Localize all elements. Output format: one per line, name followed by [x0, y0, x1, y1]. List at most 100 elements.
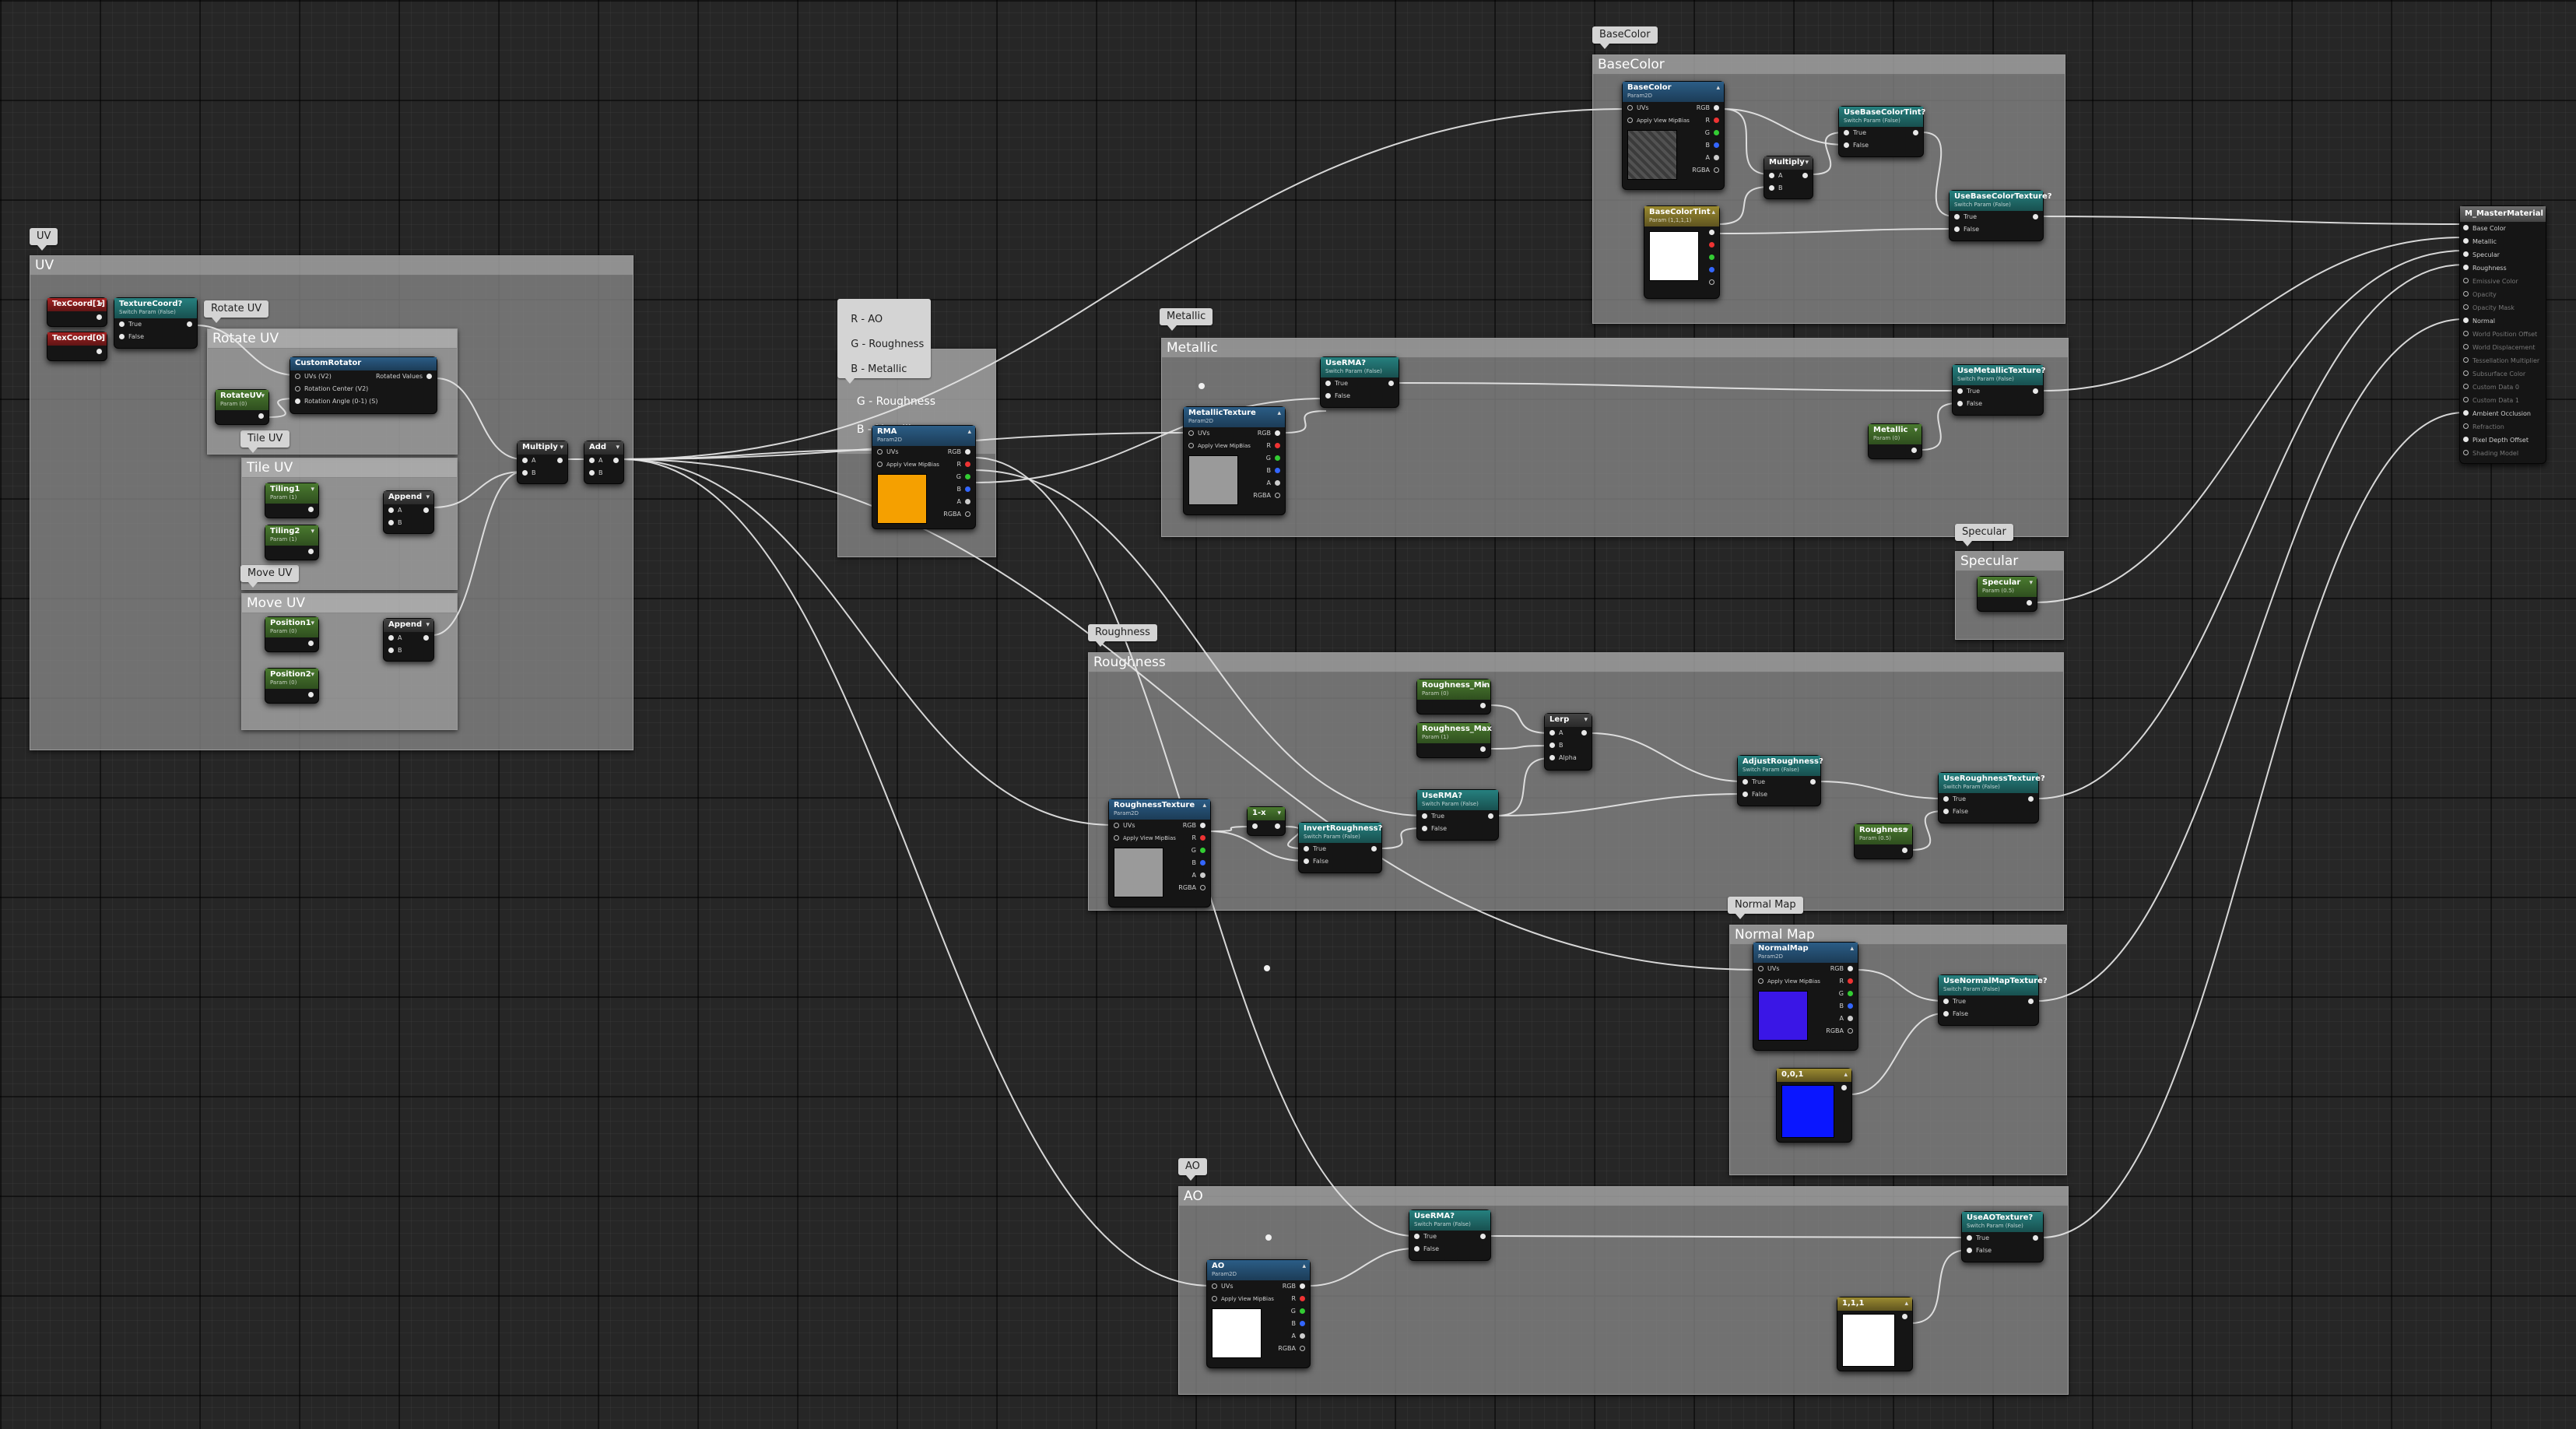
rgba-output-pin[interactable] — [1275, 493, 1280, 498]
b-input-pin[interactable] — [388, 648, 394, 653]
master-input-base-color[interactable]: Base Color — [2460, 222, 2546, 235]
collapse-icon[interactable]: ▴ — [1202, 802, 1206, 809]
rgba-output-pin[interactable] — [1300, 1346, 1305, 1351]
custom-rotator-node[interactable]: CustomRotator UVs (V2)Rotated Values Rot… — [290, 356, 437, 414]
b-output-pin[interactable] — [965, 486, 970, 492]
b-input-pin[interactable] — [522, 470, 528, 476]
collapse-icon[interactable]: ▴ — [1711, 209, 1715, 216]
mip-input-pin[interactable] — [1212, 1296, 1217, 1301]
b-output-pin[interactable] — [1714, 142, 1719, 148]
ao-comment-box[interactable]: AO — [1178, 1186, 2069, 1395]
collapse-icon[interactable]: ▾ — [311, 671, 314, 679]
g-output-pin[interactable] — [1200, 848, 1206, 853]
wire-spec-master[interactable] — [2035, 250, 2465, 603]
one-minus-node[interactable]: 1-x▾ — [1247, 806, 1286, 836]
false-input-pin[interactable] — [1943, 1011, 1949, 1016]
a-output-pin[interactable] — [965, 499, 970, 504]
a-input-pin[interactable] — [1549, 730, 1555, 736]
output-pin[interactable] — [1371, 846, 1377, 851]
true-input-pin[interactable] — [1304, 846, 1309, 851]
append-tile-node[interactable]: Append▾ A B — [383, 490, 434, 534]
collapse-icon[interactable]: ▾ — [99, 335, 103, 342]
wire-usetex-master[interactable] — [2041, 216, 2465, 225]
output-pin[interactable] — [308, 641, 314, 646]
use-metallic-texture-node[interactable]: UseMetallicTexture?Switch Param (False) … — [1952, 364, 2045, 416]
a-output-pin[interactable] — [1848, 1016, 1853, 1021]
false-input-pin[interactable] — [1325, 393, 1331, 399]
b-output-pin[interactable] — [1275, 468, 1280, 473]
output-pin[interactable] — [1902, 848, 1907, 853]
use-rma-roughness-node[interactable]: UseRMA?Switch Param (False) True False — [1416, 789, 1499, 841]
collapse-icon[interactable]: ▾ — [261, 392, 265, 400]
collapse-icon[interactable]: ▾ — [1904, 827, 1908, 834]
false-input-pin[interactable] — [1844, 142, 1849, 148]
master-input-subsurface-color[interactable]: Subsurface Color — [2460, 367, 2546, 381]
collapse-icon[interactable]: ▾ — [1483, 725, 1486, 733]
rgba-output-pin[interactable] — [1709, 279, 1714, 285]
use-basecolor-tint-node[interactable]: UseBaseColorTint?Switch Param (False) Tr… — [1838, 106, 1925, 157]
master-input-pin[interactable] — [2463, 265, 2469, 270]
mip-input-pin[interactable] — [1758, 978, 1764, 984]
g-output-pin[interactable] — [1714, 130, 1719, 135]
add-uv-node[interactable]: Add▾ A B — [584, 441, 624, 484]
a-output-pin[interactable] — [1275, 480, 1280, 486]
rgba-output-pin[interactable] — [1848, 1028, 1853, 1034]
rgb-output-pin[interactable] — [965, 449, 970, 455]
collapse-icon[interactable]: ▴ — [1904, 1300, 1908, 1308]
master-input-pixel-depth-offset[interactable]: Pixel Depth Offset — [2460, 434, 2546, 447]
r-output-pin[interactable] — [1300, 1296, 1305, 1301]
true-input-pin[interactable] — [1844, 130, 1849, 135]
b-input-pin[interactable] — [1549, 743, 1555, 748]
b-input-pin[interactable] — [388, 520, 394, 525]
mip-input-pin[interactable] — [1188, 443, 1194, 448]
metallic-comment-box[interactable]: Metallic — [1161, 338, 2069, 537]
b-output-pin[interactable] — [1200, 860, 1206, 865]
g-output-pin[interactable] — [1848, 991, 1853, 996]
output-pin[interactable] — [423, 635, 429, 641]
a-input-pin[interactable] — [522, 458, 528, 463]
output-pin[interactable] — [258, 413, 264, 419]
master-input-custom-data-1[interactable]: Custom Data 1 — [2460, 394, 2546, 407]
move-uv-comment-box[interactable]: Move UV — [241, 593, 458, 730]
true-input-pin[interactable] — [1943, 796, 1949, 802]
output-pin[interactable] — [1480, 746, 1486, 752]
master-input-specular[interactable]: Specular — [2460, 248, 2546, 262]
use-rma-metallic-node[interactable]: UseRMA?Switch Param (False) True False — [1320, 356, 1399, 408]
output-pin[interactable] — [1913, 130, 1918, 135]
mip-input-pin[interactable] — [877, 462, 883, 467]
output-pin[interactable] — [1480, 1234, 1486, 1239]
output-pin[interactable] — [1802, 173, 1808, 178]
ao-constant-node[interactable]: 1,1,1▴ — [1837, 1297, 1913, 1371]
rotation-center-pin[interactable] — [295, 386, 300, 391]
wire-usenormal-master[interactable] — [2037, 318, 2465, 1002]
uvs-input-pin[interactable] — [1758, 966, 1764, 971]
false-input-pin[interactable] — [1414, 1246, 1420, 1252]
r-output-pin[interactable] — [965, 462, 970, 467]
r-output-pin[interactable] — [1709, 242, 1714, 248]
use-ao-texture-node[interactable]: UseAOTexture?Switch Param (False) True F… — [1961, 1211, 2044, 1262]
rgb-output-pin[interactable] — [1275, 430, 1280, 436]
master-input-pin[interactable] — [2463, 370, 2469, 376]
b-output-pin[interactable] — [1709, 267, 1714, 272]
output-pin[interactable] — [2028, 999, 2034, 1004]
output-pin[interactable] — [2028, 796, 2034, 802]
collapse-icon[interactable]: ▴ — [967, 428, 971, 436]
a-input-pin[interactable] — [589, 458, 595, 463]
output-pin[interactable] — [1275, 823, 1280, 829]
collapse-icon[interactable]: ▾ — [426, 621, 430, 629]
output-pin[interactable] — [1480, 703, 1486, 708]
master-input-pin[interactable] — [2463, 331, 2469, 336]
true-input-pin[interactable] — [1943, 999, 1949, 1004]
master-input-pin[interactable] — [2463, 304, 2469, 310]
rgb-output-pin[interactable] — [1709, 230, 1714, 235]
collapse-icon[interactable]: ▴ — [1302, 1262, 1306, 1270]
master-input-emissive-color[interactable]: Emissive Color — [2460, 275, 2546, 288]
